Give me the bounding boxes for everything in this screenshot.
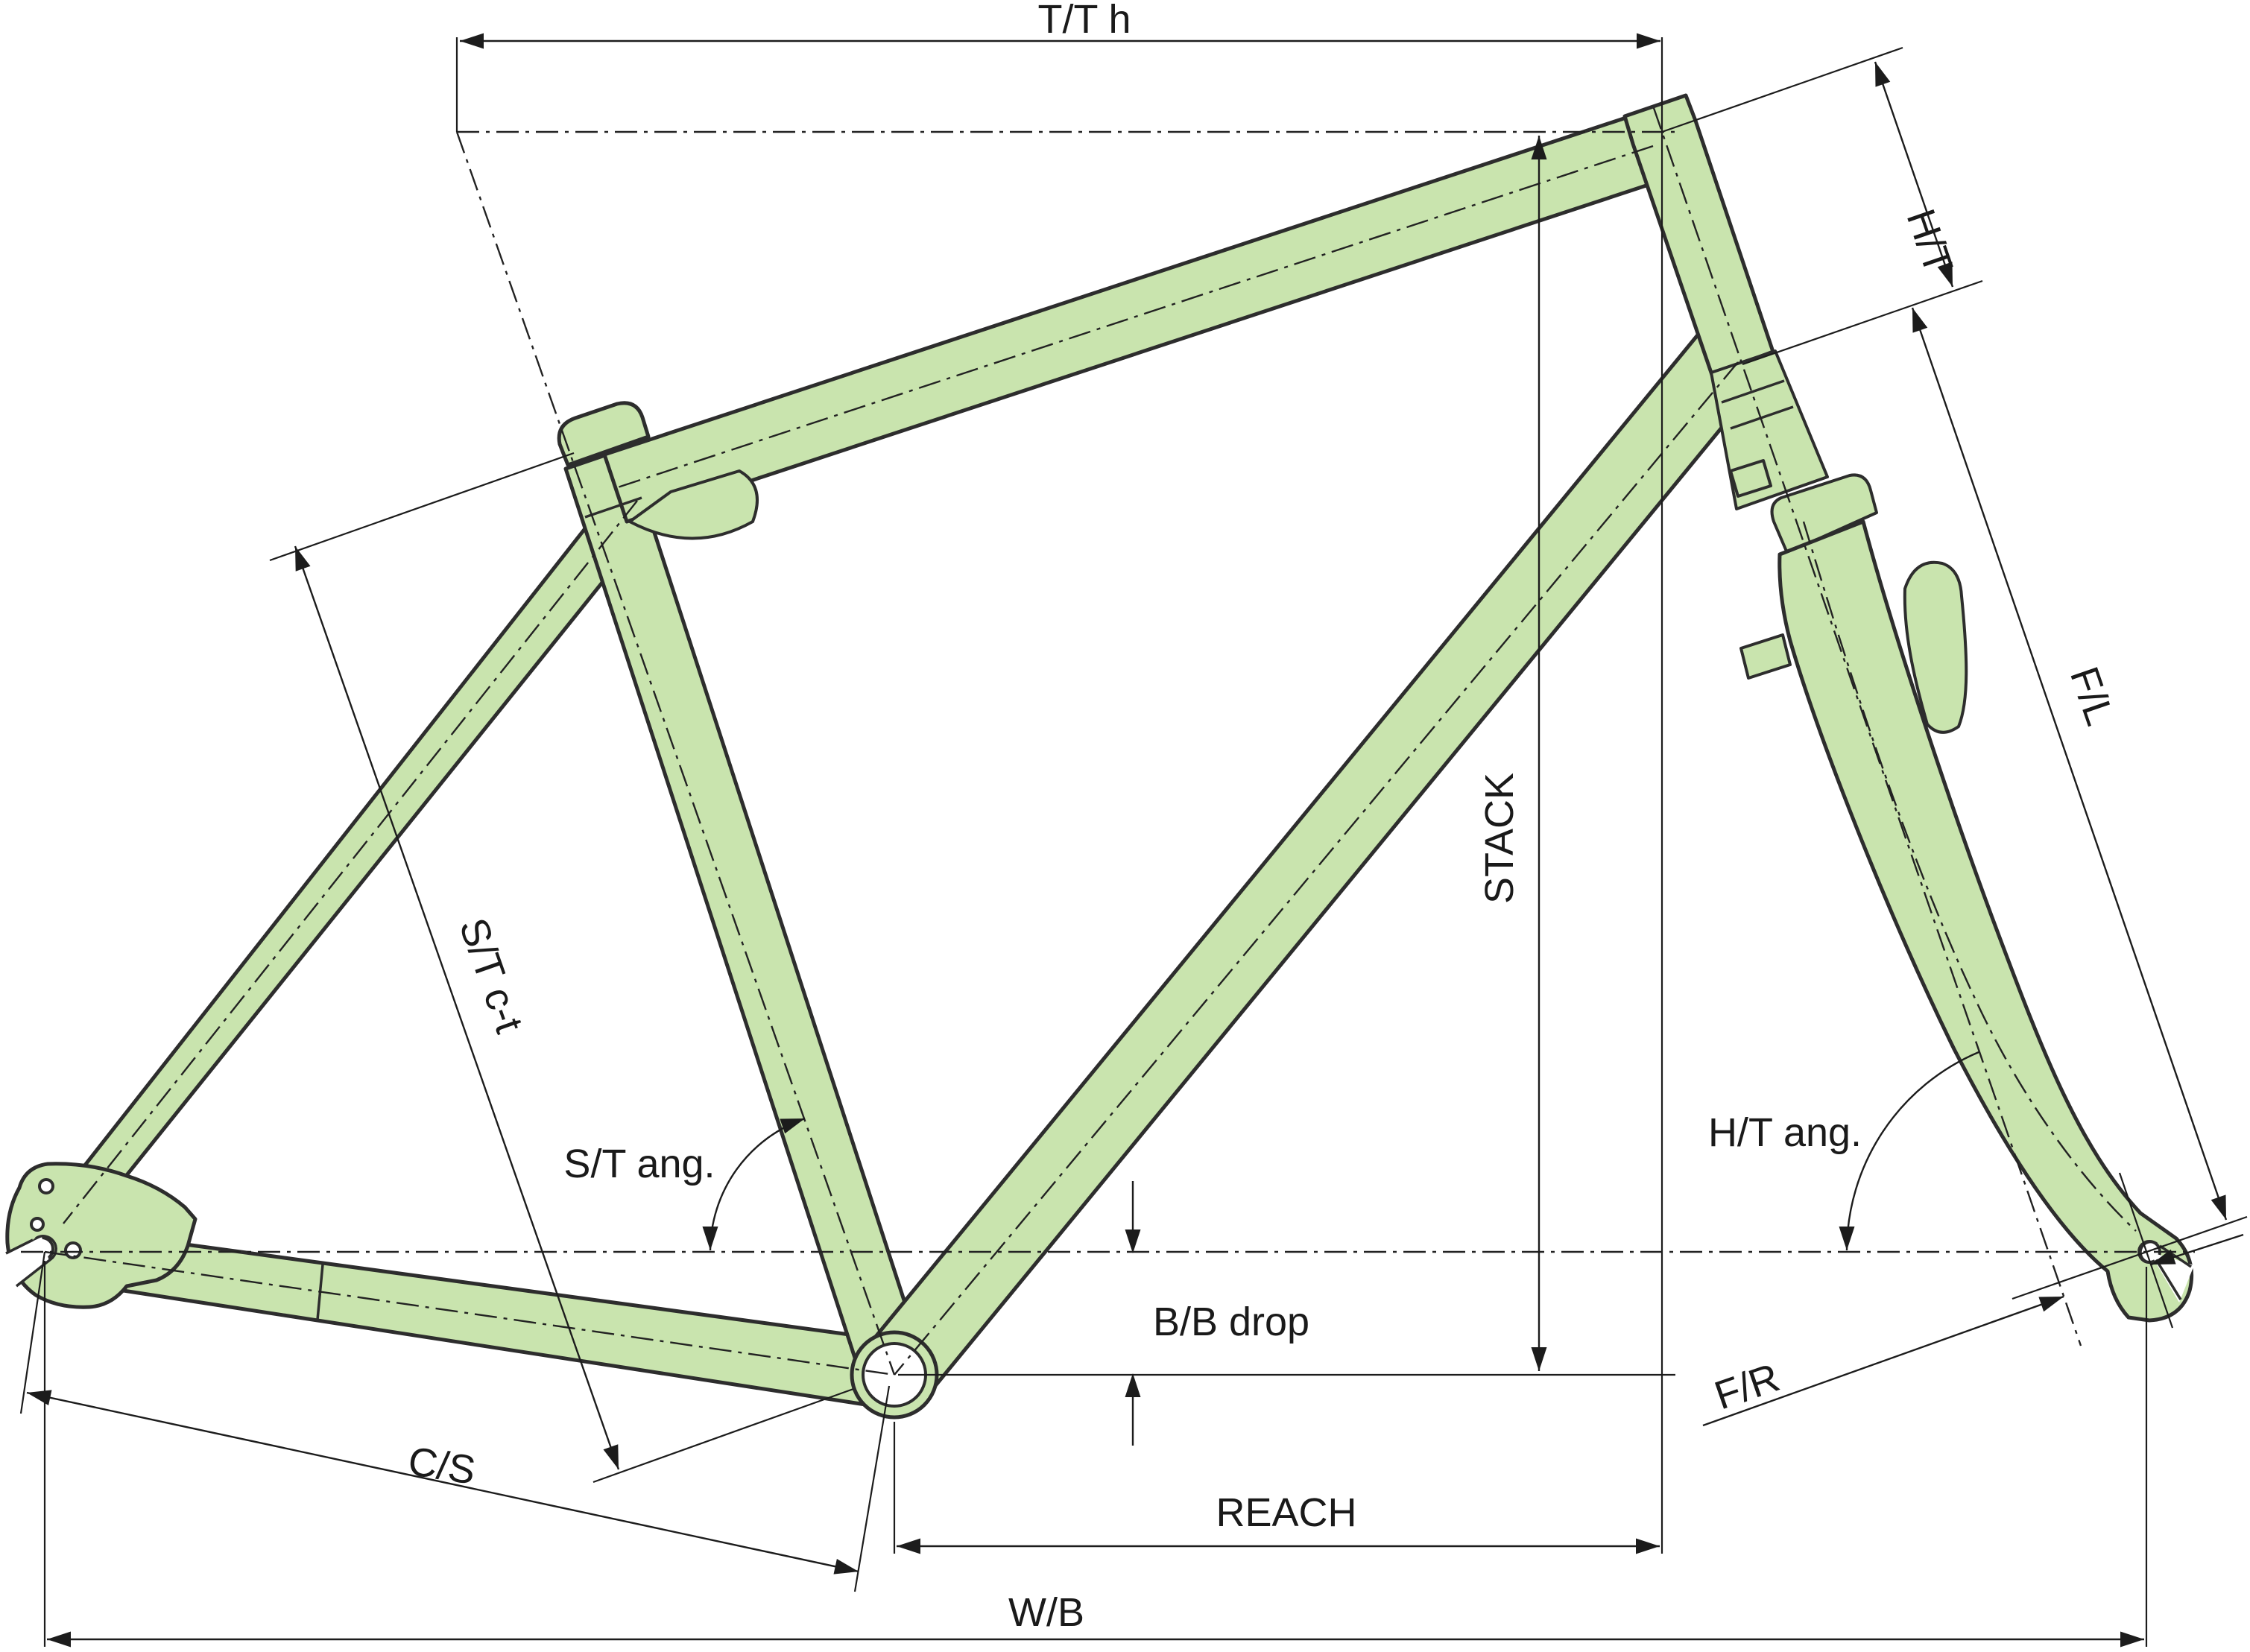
extension-lines	[19, 37, 2248, 1647]
label-chainstay: C/S	[405, 1439, 478, 1493]
arrow-bbdrop-up	[1125, 1373, 1141, 1397]
brake-boss-upper	[1729, 459, 1772, 498]
label-wheelbase: W/B	[1008, 1590, 1084, 1635]
fork-blade-far-side	[1903, 560, 1968, 734]
seat-tube-collar	[557, 401, 651, 467]
arrow-stang-top	[780, 1118, 805, 1134]
brake-boss-lower	[1739, 633, 1792, 680]
top-tube-axis	[615, 145, 1654, 490]
arrow-stct-top	[295, 546, 311, 572]
seat-cluster-gusset	[628, 469, 759, 540]
arrow-ht-top	[1875, 62, 1891, 87]
down-tube-axis	[894, 361, 1739, 1376]
rear-dropout-slot-edge	[5, 1235, 57, 1288]
label-seat-tube-ct: S/T c-t	[450, 913, 531, 1039]
arrow-reach-right	[1636, 1538, 1660, 1554]
arrow-stct-bottom	[603, 1444, 619, 1469]
label-reach: REACH	[1216, 1490, 1356, 1535]
fork-blade-axis	[1802, 521, 2137, 1232]
arrow-wb-right	[2120, 1631, 2144, 1648]
arrow-reach-left	[897, 1538, 920, 1554]
arrow-stack-top	[1531, 136, 1547, 159]
rear-axle-washer	[64, 1241, 82, 1259]
rear-dropout-hole-lower	[30, 1217, 45, 1232]
headset-cup-line	[1721, 379, 1785, 404]
arrow-cs-left	[27, 1390, 52, 1405]
frame-shapes	[4, 93, 2194, 1420]
seatstay-axis	[63, 500, 638, 1224]
label-seat-tube-angle: S/T ang.	[563, 1142, 715, 1186]
down-tube	[862, 331, 1761, 1402]
arrow-fl-top	[1912, 308, 1928, 333]
st-top-extension	[269, 452, 575, 562]
seat-collar-line	[584, 496, 642, 519]
st-bb-extension	[592, 1387, 854, 1484]
seat-tube	[563, 446, 927, 1387]
dim-chainstay	[26, 1391, 859, 1573]
arrowheads	[27, 33, 2226, 1648]
arrow-ht-bottom	[1937, 262, 1953, 287]
label-top-tube-horizontal: T/T h	[1037, 0, 1131, 42]
fr-axle-parallel-extension	[2118, 1172, 2174, 1329]
cs-rear-extension	[19, 1251, 46, 1414]
arrow-cs-right	[833, 1559, 859, 1575]
arc-head-tube-angle	[1845, 1051, 1979, 1251]
fork-blade	[1777, 519, 2194, 1323]
dimension-lines	[26, 39, 2244, 1641]
cs-bb-extension	[853, 1385, 891, 1592]
seat-tube-axis	[455, 131, 896, 1376]
arrow-wb-left	[47, 1631, 71, 1648]
arrow-htang-bottom	[1839, 1227, 1855, 1250]
label-fork-length: F/L	[2061, 661, 2123, 730]
centerlines	[21, 107, 2195, 1376]
arrow-tt-right	[1637, 33, 1660, 49]
dim-fork-length	[1911, 307, 2228, 1221]
arrow-fl-bottom	[2211, 1194, 2226, 1220]
rear-dropout-hole-upper	[38, 1178, 54, 1194]
dim-seat-tube-ct	[294, 545, 620, 1470]
chainstay-axis	[44, 1250, 895, 1376]
arrow-stack-bottom	[1531, 1347, 1547, 1371]
ht-bottom-extension	[1742, 279, 1983, 366]
fork-crown	[1770, 473, 1878, 554]
dim-fork-rake-left	[1702, 1295, 2064, 1427]
label-head-tube: H/T	[1897, 203, 1961, 279]
dim-head-tube	[1874, 61, 1954, 288]
arrow-tt-left	[460, 33, 484, 49]
head-tube	[1622, 93, 1775, 377]
rear-dropout-slot-opening	[4, 1237, 49, 1289]
arrow-fr-left	[2038, 1297, 2064, 1312]
arrow-stang-bottom	[702, 1227, 718, 1250]
label-bb-drop: B/B drop	[1153, 1300, 1309, 1344]
ht-top-extension	[1661, 46, 1903, 133]
arrow-fr-right	[2151, 1249, 2176, 1265]
arrow-bbdrop-down	[1125, 1229, 1141, 1253]
steering-axis	[1652, 107, 2082, 1346]
seat-stay	[46, 484, 658, 1238]
headset-spacer-line	[1730, 405, 1794, 430]
label-fork-rake: F/R	[1709, 1355, 1785, 1418]
label-head-tube-angle: H/T ang.	[1708, 1110, 1862, 1155]
label-stack: STACK	[1477, 773, 1522, 904]
fl-axle-extension	[2012, 1215, 2248, 1300]
